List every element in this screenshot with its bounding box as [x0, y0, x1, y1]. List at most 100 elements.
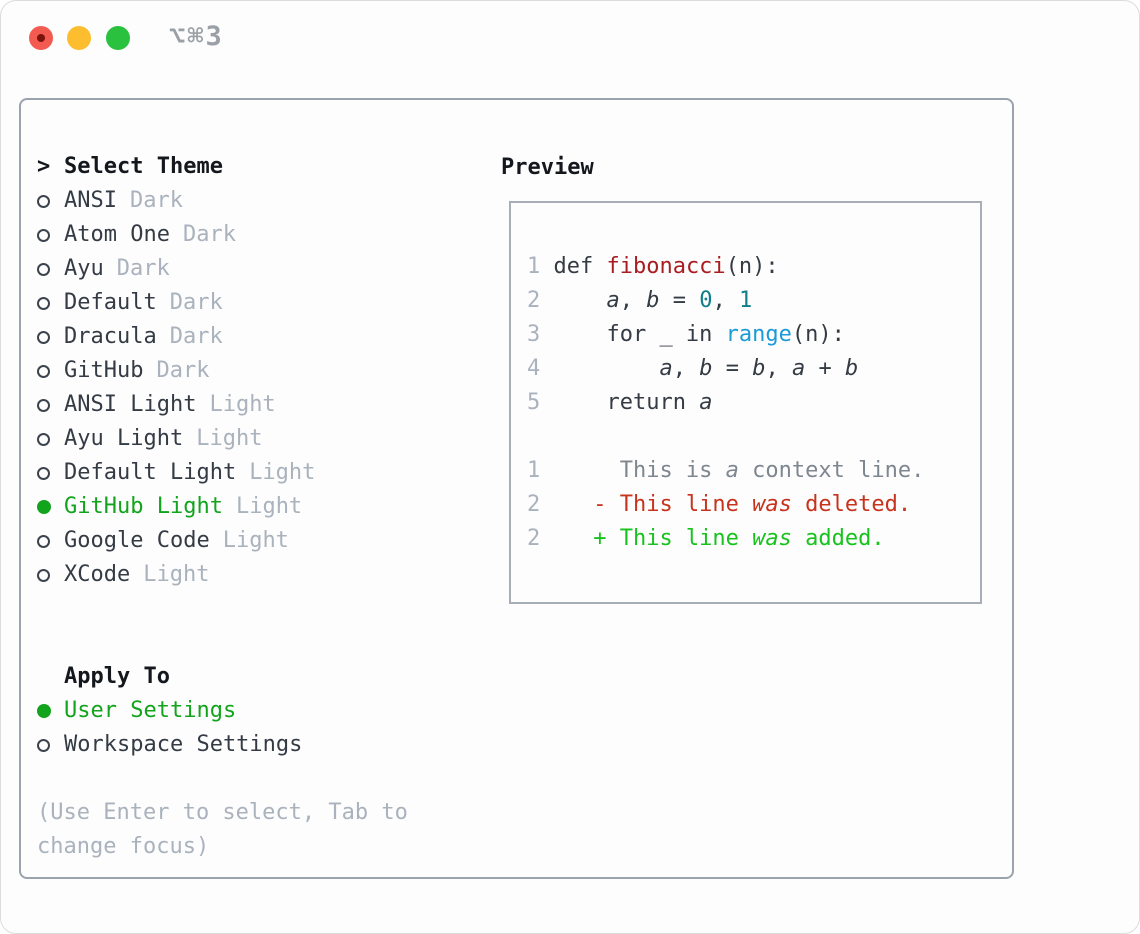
option-variant-tag: Dark [156, 358, 210, 383]
radio-circle [37, 432, 50, 446]
code-segment: , [619, 288, 647, 313]
code-segment: = [659, 288, 700, 313]
theme-option-5[interactable]: GitHub Dark [37, 354, 472, 388]
option-variant-tag: Light [196, 426, 263, 451]
option-label: GitHub [64, 358, 144, 383]
radio-unselected-icon [37, 330, 64, 344]
code-line-5 [527, 420, 980, 454]
code-line-2: 3 for _ in range(n): [527, 318, 980, 352]
radio-circle [37, 228, 50, 242]
code-segment: - This line [553, 492, 753, 517]
theme-list-title: Select Theme [64, 154, 223, 179]
theme-list-header-row: > Select Theme [37, 150, 472, 184]
code-line-6: 1 This is a context line. [527, 454, 980, 488]
code-segment: fibonacci [606, 254, 726, 279]
code-segment: was [752, 526, 792, 551]
theme-option-1[interactable]: Atom One Dark [37, 218, 472, 252]
radio-unselected-icon [37, 194, 64, 208]
theme-option-2[interactable]: Ayu Dark [37, 252, 472, 286]
radio-circle [37, 568, 50, 582]
radio-circle [37, 500, 51, 514]
code-segment: This is [553, 458, 726, 483]
radio-circle [37, 364, 50, 378]
option-variant-tag: Dark [129, 188, 183, 213]
option-label: Ayu [64, 256, 104, 281]
radio-unselected-icon [37, 738, 64, 752]
radio-circle [37, 704, 51, 718]
option-label: ANSI Light [64, 392, 197, 417]
option-variant-tag: Dark [116, 256, 170, 281]
line-number: 1 [527, 254, 541, 279]
code-line-8: 2 + This line was added. [527, 522, 980, 556]
code-segment: added. [791, 526, 885, 551]
option-label: Dracula [64, 324, 157, 349]
code-segment: (n): [725, 254, 779, 279]
theme-option-0[interactable]: ANSI Dark [37, 184, 472, 218]
radio-circle [37, 296, 50, 310]
option-label: User Settings [64, 698, 237, 723]
option-variant-tag: Dark [169, 324, 223, 349]
theme-option-10[interactable]: Google Code Light [37, 524, 472, 558]
code-segment: range [725, 322, 792, 347]
line-number: 4 [527, 356, 541, 381]
code-segment: a [699, 390, 713, 415]
theme-option-4[interactable]: Dracula Dark [37, 320, 472, 354]
apply-to-title: Apply To [64, 664, 170, 689]
preview-title: Preview [501, 154, 594, 180]
radio-unselected-icon [37, 398, 64, 412]
radio-selected-icon [37, 704, 64, 718]
code-segment: 0 [699, 288, 713, 313]
option-label: Atom One [64, 222, 170, 247]
zoom-button[interactable] [106, 26, 130, 50]
line-number: 2 [527, 288, 541, 313]
radio-unselected-icon [37, 262, 64, 276]
apply-option-1[interactable]: Workspace Settings [37, 728, 472, 762]
option-variant-tag: Light [222, 528, 289, 553]
radio-circle [37, 330, 50, 344]
code-segment: deleted. [791, 492, 912, 517]
radio-selected-icon [37, 500, 64, 514]
code-segment: (n): [791, 322, 845, 347]
keyboard-shortcut-label: ⌥⌘3 [169, 21, 224, 52]
help-text: (Use Enter to select, Tab to change focu… [37, 800, 408, 859]
option-label: Workspace Settings [64, 732, 303, 757]
option-variant-tag: Dark [182, 222, 236, 247]
code-segment: , [672, 356, 700, 381]
line-number: 1 [527, 458, 541, 483]
code-segment: b [646, 288, 660, 313]
code-segment: + [805, 356, 845, 381]
minimize-button[interactable] [67, 26, 91, 50]
code-line-7: 2 - This line was deleted. [527, 488, 980, 522]
option-variant-tag: Light [235, 494, 303, 519]
chevron-right-icon: > [37, 154, 51, 179]
code-segment: a [725, 458, 739, 483]
apply-option-0[interactable]: User Settings [37, 694, 472, 728]
code-segment [553, 288, 606, 313]
code-segment: a [659, 356, 673, 381]
option-label: Default [64, 290, 157, 315]
option-label: Google Code [64, 528, 210, 553]
line-number: 2 [527, 526, 541, 551]
radio-circle [37, 262, 50, 276]
code-segment: b [752, 356, 766, 381]
code-segment: a [791, 356, 806, 381]
code-line-1: 2 a, b = 0, 1 [527, 284, 980, 318]
selection-cursor: > [37, 150, 64, 184]
radio-circle [37, 398, 50, 412]
titlebar: ⌥⌘3 [1, 1, 1139, 75]
code-segment: return [553, 390, 700, 415]
radio-circle [37, 738, 50, 752]
close-button[interactable] [29, 26, 53, 50]
option-label: ANSI [64, 188, 117, 213]
